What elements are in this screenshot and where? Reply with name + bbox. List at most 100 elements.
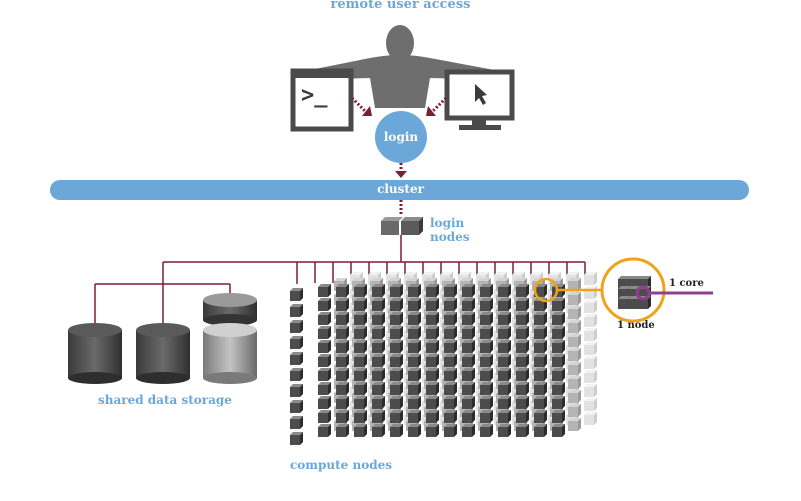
node-cube-icon [318,424,331,437]
node-cube-icon [534,326,547,339]
node-cube-icon [354,396,367,409]
node-cube-icon [354,424,367,437]
core-highlight [635,285,713,301]
access-arrows [350,96,448,215]
node-cube-icon [516,396,529,409]
node-cube-icon [584,370,597,383]
node-cube-icon [318,354,331,367]
node-cube-icon [462,326,475,339]
node-cube-icon [354,326,367,339]
node-cube-icon [480,312,493,325]
node-cube-icon [568,376,581,389]
node-cube-icon [480,410,493,423]
node-cube-icon [318,312,331,325]
node-cube-icon [480,298,493,311]
node-cube-icon [336,396,349,409]
node-cube-icon [568,320,581,333]
node-cube-icon [480,382,493,395]
node-cube-icon [516,298,529,311]
node-cube-icon [462,354,475,367]
cluster-bar [50,180,749,200]
node-cube-icon [444,354,457,367]
node-cube-icon [426,284,439,297]
node-cube-icon [372,382,385,395]
node-cube-icon [390,382,403,395]
node-cube-icon [318,410,331,423]
node-cube-icon [372,326,385,339]
node-cube-icon [318,396,331,409]
monitor-cursor-icon [444,69,515,130]
arrow-heads [362,106,436,178]
node-cube-icon [480,326,493,339]
node-cube-icon [584,328,597,341]
node-cube-icon [372,284,385,297]
node-cube-icon [480,284,493,297]
node-cube-icon [408,368,421,381]
node-cube-icon [534,396,547,409]
node-cube-icon [336,354,349,367]
node-cube-icon [290,336,303,349]
node-cube-icon [354,368,367,381]
node-cube-icon [498,396,511,409]
node-cube-icon [444,410,457,423]
node-cube-icon [390,326,403,339]
node-cube-icon [534,424,547,437]
node-cube-icon [444,424,457,437]
login-nodes-label-line2: nodes [430,230,470,244]
node-cube-icon [584,300,597,313]
node-cube-icon [426,340,439,353]
node-cube-icon [584,286,597,299]
node-cube-icon [568,306,581,319]
node-cube-icon [290,384,303,397]
node-cube-icon [568,418,581,431]
network-wires [94,235,586,325]
node-cube-icon [584,356,597,369]
node-cube-icon [390,424,403,437]
node-cube-icon [534,368,547,381]
node-cube-icon [354,354,367,367]
node-cube-icon [444,340,457,353]
node-cube-icon [390,410,403,423]
node-cube-icon [516,382,529,395]
node-cube-icon [568,404,581,417]
node-cube-icon [498,340,511,353]
node-cube-icon [336,382,349,395]
node-cube-icon [354,382,367,395]
node-cube-icon [534,382,547,395]
node-cube-icon [516,368,529,381]
node-cube-icon [408,340,421,353]
node-cube-icon [568,334,581,347]
node-cube-icon [444,326,457,339]
login-button[interactable]: login [375,111,427,163]
node-cube-icon [444,382,457,395]
user-icon [300,25,505,108]
node-cube-icon [584,314,597,327]
node-cube-icon [318,284,331,297]
node-cube-icon [372,424,385,437]
node-cube-icon [568,390,581,403]
node-cube-icon [444,284,457,297]
node-cube-icon [390,298,403,311]
node-cube-icon [462,368,475,381]
node-cube-icon [462,340,475,353]
node-cube-icon [462,410,475,423]
login-nodes-icon [381,217,423,235]
node-cube-icon [336,298,349,311]
node-cube-icon [290,288,303,301]
node-cube-icon [480,396,493,409]
compute-nodes-grid [290,272,597,445]
node-cube-icon [534,312,547,325]
node-cube-icon [552,312,565,325]
node-cube-icon [408,312,421,325]
storage-drum-icon [136,323,190,384]
node-cube-icon [290,352,303,365]
node-cube-icon [516,410,529,423]
node-cube-icon [354,312,367,325]
node-cube-icon [498,368,511,381]
node-cube-icon [584,398,597,411]
node-cube-icon [498,424,511,437]
node-cube-icon [318,326,331,339]
zoomed-node-cores [618,276,651,309]
node-cube-icon [408,298,421,311]
node-label: 1 node [617,320,655,331]
